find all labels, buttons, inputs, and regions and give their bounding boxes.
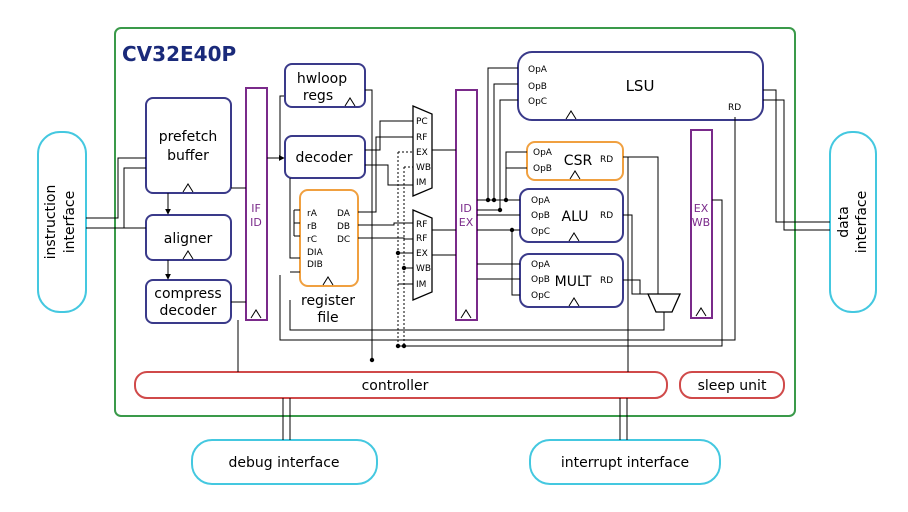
hwloop-regs-label-1: hwloop bbox=[297, 71, 347, 87]
id-ex-pipeline-register: ID EX bbox=[455, 89, 478, 321]
lsu-port-rd: RD bbox=[728, 103, 741, 113]
instruction-interface-label-2: interface bbox=[62, 191, 78, 253]
if-id-pipeline-register: IF ID bbox=[245, 87, 268, 321]
csr-port-opa: OpA bbox=[533, 148, 553, 158]
regfile-port-da: DA bbox=[337, 209, 351, 219]
compress-decoder-label-2: decoder bbox=[159, 303, 216, 319]
ex-wb-pipeline-register: EX WB bbox=[690, 129, 713, 319]
clock-marker bbox=[182, 183, 194, 193]
mux2-label-im: IM bbox=[416, 280, 426, 290]
clock-marker bbox=[569, 170, 581, 180]
clock-marker bbox=[695, 307, 707, 317]
prefetch-buffer-label-1: prefetch bbox=[159, 129, 218, 145]
regfile-port-dia: DIA bbox=[307, 248, 324, 258]
id-ex-label-2: EX bbox=[459, 216, 474, 229]
ex-wb-label-1: EX bbox=[694, 202, 709, 215]
lsu-port-opa: OpA bbox=[528, 65, 548, 75]
wires bbox=[86, 67, 830, 440]
data-interface-label-2: interface bbox=[854, 191, 870, 253]
lsu-block: LSU OpA OpB OpC RD bbox=[517, 51, 764, 121]
hwloop-regs-label-2: regs bbox=[303, 88, 333, 104]
mult-label: MULT bbox=[555, 274, 592, 290]
regfile-port-ra: rA bbox=[307, 209, 318, 219]
operand-mux-1: PC RF EX WB IM bbox=[412, 105, 433, 197]
mux2-label-rf-1: RF bbox=[416, 220, 427, 230]
sleep-unit-block: sleep unit bbox=[679, 371, 785, 399]
prefetch-buffer-block: prefetch buffer bbox=[145, 97, 232, 194]
clock-marker bbox=[565, 110, 577, 120]
register-file-label-2: file bbox=[317, 310, 338, 326]
instruction-interface: instruction interface bbox=[37, 131, 87, 313]
regfile-port-rb: rB bbox=[307, 222, 317, 232]
controller-label: controller bbox=[362, 378, 429, 394]
clock-marker bbox=[568, 297, 580, 307]
clock-marker bbox=[250, 309, 262, 319]
regfile-port-dc: DC bbox=[337, 235, 350, 245]
alu-port-opb: OpB bbox=[531, 211, 550, 221]
mux1-label-ex: EX bbox=[416, 148, 428, 158]
interrupt-interface: interrupt interface bbox=[529, 439, 721, 485]
if-id-label-2: ID bbox=[250, 216, 262, 229]
mult-port-opb: OpB bbox=[531, 275, 550, 285]
debug-interface-label: debug interface bbox=[228, 455, 339, 471]
mult-port-opc: OpC bbox=[531, 291, 550, 301]
alu-port-opa: OpA bbox=[531, 196, 551, 206]
lsu-port-opb: OpB bbox=[528, 82, 547, 92]
mult-port-rd: RD bbox=[600, 276, 613, 286]
csr-port-opb: OpB bbox=[533, 164, 552, 174]
mux2-label-ex: EX bbox=[416, 249, 428, 259]
compress-decoder-block: compress decoder bbox=[145, 279, 232, 324]
csr-label: CSR bbox=[564, 153, 593, 169]
core-title: CV32E40P bbox=[122, 42, 236, 66]
clock-marker bbox=[568, 232, 580, 242]
instruction-interface-label-1: instruction bbox=[43, 185, 59, 260]
interrupt-interface-label: interrupt interface bbox=[561, 455, 689, 471]
alu-block: ALU OpA OpB OpC RD bbox=[519, 188, 624, 243]
alu-port-rd: RD bbox=[600, 211, 613, 221]
controller-block: controller bbox=[134, 371, 668, 399]
csr-port-rd: RD bbox=[600, 155, 613, 165]
regfile-port-rc: rC bbox=[307, 235, 317, 245]
csr-block: CSR OpA OpB RD bbox=[526, 141, 624, 181]
mux1-label-wb: WB bbox=[416, 163, 431, 173]
register-file-label-1: register bbox=[301, 293, 355, 309]
alu-port-opc: OpC bbox=[531, 227, 550, 237]
if-id-label-1: IF bbox=[251, 202, 261, 215]
mux2-label-rf-2: RF bbox=[416, 234, 427, 244]
lsu-port-opc: OpC bbox=[528, 97, 547, 107]
regfile-port-db: DB bbox=[337, 222, 350, 232]
alu-label: ALU bbox=[562, 209, 589, 225]
register-file-block: rA rB rC DIA DIB DA DB DC register file bbox=[299, 189, 359, 326]
ex-wb-label-2: WB bbox=[692, 216, 710, 229]
mult-port-opa: OpA bbox=[531, 260, 551, 270]
mux2-label-wb: WB bbox=[416, 264, 431, 274]
operand-mux-2: RF RF EX WB IM bbox=[412, 209, 433, 301]
decoder-block: decoder bbox=[284, 135, 366, 179]
lsu-label: LSU bbox=[626, 77, 655, 95]
clock-marker bbox=[182, 250, 194, 260]
wire-junctions bbox=[369, 197, 515, 363]
clock-marker bbox=[344, 97, 356, 107]
aligner-label: aligner bbox=[164, 231, 213, 247]
hwloop-regs-block: hwloop regs bbox=[284, 63, 366, 108]
aligner-block: aligner bbox=[145, 214, 232, 261]
debug-interface: debug interface bbox=[191, 439, 378, 485]
writeback-mux bbox=[646, 293, 682, 313]
clock-marker bbox=[460, 309, 472, 319]
id-ex-label-1: ID bbox=[460, 202, 472, 215]
sleep-unit-label: sleep unit bbox=[698, 378, 767, 394]
data-interface-label-1: data bbox=[836, 206, 852, 238]
data-interface: data interface bbox=[829, 131, 877, 313]
prefetch-buffer-label-2: buffer bbox=[167, 148, 209, 164]
clock-marker bbox=[322, 276, 334, 286]
mux1-label-pc: PC bbox=[416, 117, 428, 127]
mux1-label-im: IM bbox=[416, 178, 426, 188]
compress-decoder-label-1: compress bbox=[154, 286, 221, 302]
mult-block: MULT OpA OpB OpC RD bbox=[519, 253, 624, 308]
mux1-label-rf: RF bbox=[416, 133, 427, 143]
regfile-port-dib: DIB bbox=[307, 260, 323, 270]
decoder-label: decoder bbox=[295, 150, 352, 166]
